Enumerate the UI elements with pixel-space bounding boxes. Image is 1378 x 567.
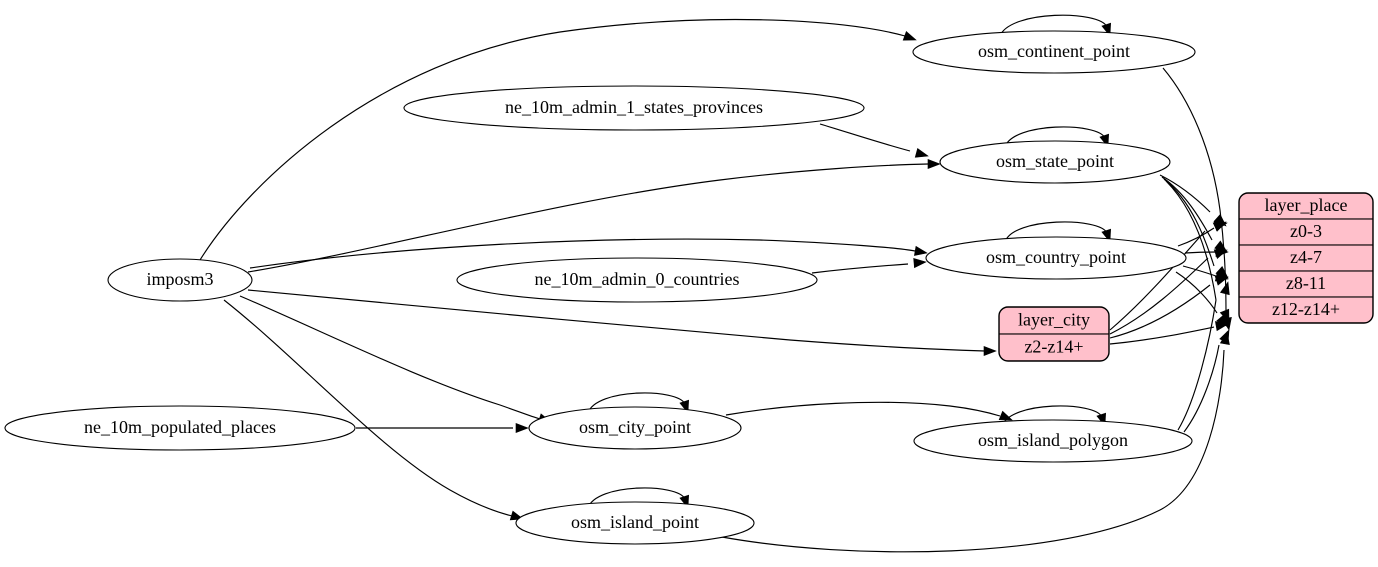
- node-shape-table: [939, 140, 1171, 184]
- node-osm_island_point[interactable]: osm_island_point: [515, 501, 755, 545]
- node-osm_city_point[interactable]: osm_city_point: [528, 406, 742, 450]
- edge-ne_10m_admin_0_countries-to-osm_country_point: [811, 258, 927, 274]
- edges-layer: [199, 14, 1232, 553]
- node-shape-table: [528, 406, 742, 450]
- edge-line: [1165, 180, 1217, 301]
- edge-layer_city-to-layer_place_z8_11: [1109, 276, 1229, 339]
- arrowhead-icon: [515, 422, 529, 434]
- edge-imposm3-to-osm_continent_point: [199, 18, 917, 261]
- edge-line: [1109, 326, 1215, 345]
- node-osm_continent_point[interactable]: osm_continent_point: [912, 30, 1196, 74]
- edge-osm_island_point-to-layer_place_z12_14: [721, 331, 1230, 553]
- edge-osm_city_point-to-osm_island_polygon: [725, 401, 1013, 421]
- node-osm_island_polygon[interactable]: osm_island_polygon: [913, 419, 1193, 463]
- edge-line: [811, 263, 909, 274]
- edge-line: [247, 289, 986, 352]
- arrowhead-icon: [1213, 249, 1228, 259]
- edge-line: [1109, 230, 1206, 331]
- edge-ne_10m_populated_places-to-osm_city_point: [356, 422, 529, 434]
- node-shape-source: [456, 257, 818, 303]
- edge-line: [249, 238, 916, 269]
- edge-line: [1161, 176, 1213, 241]
- node-osm_country_point[interactable]: osm_country_point: [925, 236, 1187, 280]
- layer-cell-layer_place_z0_3[interactable]: [1239, 218, 1373, 246]
- edge-ne_10m_admin_1_states_provinces-to-osm_state_point: [819, 123, 929, 158]
- arrowhead-icon: [914, 245, 928, 256]
- arrowhead-icon: [902, 31, 917, 41]
- arrowhead-icon: [998, 410, 1013, 421]
- edge-line: [1163, 178, 1215, 267]
- arrowhead-icon: [1215, 321, 1229, 332]
- edge-line: [1159, 174, 1211, 213]
- layer-cell-layer_place_z12_14[interactable]: [1239, 296, 1373, 323]
- arrowhead-icon: [983, 345, 997, 357]
- nodes-layer: imposm3 ne_10m_admin_1_states_provincesne…: [4, 30, 1196, 545]
- edge-layer_city-to-layer_place_z12_14: [1109, 321, 1229, 345]
- edge-line: [1183, 344, 1220, 433]
- edge-line: [1177, 299, 1217, 431]
- edge-line: [725, 401, 1001, 417]
- layer-cell-layer_city_z2[interactable]: [999, 333, 1109, 361]
- edge-line: [239, 295, 541, 420]
- node-shape-table: [515, 501, 755, 545]
- layer-cell-layer_place_z8_11[interactable]: [1239, 270, 1373, 298]
- arrowhead-icon: [1212, 221, 1227, 232]
- edge-line: [1184, 251, 1217, 254]
- edge-line: [721, 349, 1225, 553]
- edge-line: [1004, 221, 1108, 243]
- node-ne_10m_admin_0_countries[interactable]: ne_10m_admin_0_countries: [456, 257, 818, 303]
- layer-cell-layer_city_title[interactable]: [999, 307, 1109, 335]
- arrowhead-icon: [1219, 281, 1230, 296]
- edge-imposm3-to-osm_state_point: [247, 158, 941, 273]
- edge-line: [1004, 126, 1106, 148]
- edge-line: [999, 14, 1108, 37]
- node-shape-source: [403, 85, 865, 131]
- node-shape-table: [912, 30, 1196, 74]
- edge-line: [819, 123, 911, 152]
- edge-line: [1182, 265, 1217, 277]
- edge-line: [1109, 284, 1211, 339]
- layer-outline: [998, 306, 1110, 362]
- edge-line: [1109, 257, 1209, 335]
- node-ne_10m_populated_places[interactable]: ne_10m_populated_places: [4, 405, 356, 451]
- edge-line: [1177, 227, 1215, 247]
- layer-outline: [1238, 192, 1374, 324]
- node-osm_state_point[interactable]: osm_state_point: [939, 140, 1171, 184]
- edge-line: [1175, 271, 1218, 314]
- arrowhead-icon: [913, 258, 927, 269]
- arrowhead-icon: [927, 158, 941, 170]
- node-imposm3[interactable]: imposm3: [107, 258, 253, 302]
- edge-line: [223, 299, 513, 517]
- node-shape-table: [925, 236, 1187, 280]
- edge-imposm3-to-layer_city: [247, 289, 997, 357]
- edge-line: [199, 18, 906, 261]
- edge-layer_city-to-layer_place_z4_7: [1109, 249, 1228, 335]
- edge-line: [587, 487, 686, 509]
- node-shape-table: [913, 419, 1193, 463]
- node-shape-source: [107, 258, 253, 302]
- edge-line: [247, 163, 929, 273]
- arrowhead-icon: [1219, 331, 1230, 345]
- layer-cell-layer_place_z4_7[interactable]: [1239, 244, 1373, 272]
- node-shape-source: [4, 405, 356, 451]
- edge-line: [587, 392, 686, 414]
- edge-layer_city-to-layer_place_z0_3: [1109, 221, 1227, 331]
- arrowhead-icon: [1214, 276, 1229, 286]
- arrowhead-icon: [914, 147, 929, 158]
- edge-osm_island_polygon-to-layer_place_z8_11: [1177, 281, 1230, 431]
- edge-imposm3-to-osm_country_point: [249, 238, 928, 269]
- edge-imposm3-to-osm_city_point: [239, 295, 552, 423]
- layer-cell-layer_place_title[interactable]: [1239, 193, 1373, 220]
- node-ne_10m_admin_1_states_provinces[interactable]: ne_10m_admin_1_states_provinces: [403, 85, 865, 131]
